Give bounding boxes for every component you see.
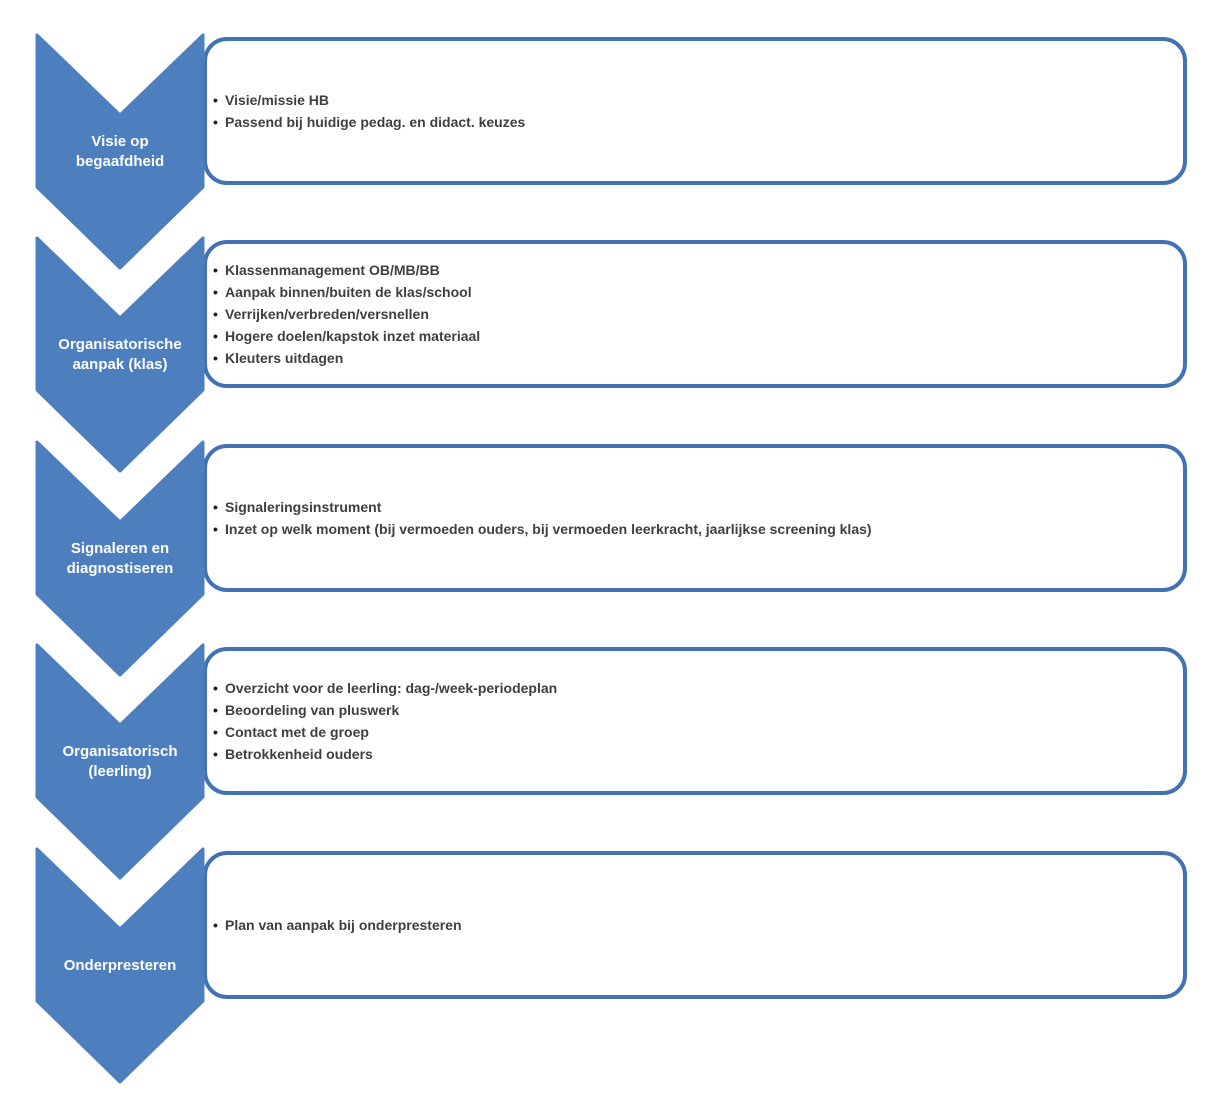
bullet-list: • Overzicht voor de leerling: dag-/week-p… <box>207 677 573 765</box>
bullet-list: • Klassenmanagement OB/MB/BB • Aanpak binne… <box>207 259 496 369</box>
bullet-dot: • <box>213 92 218 108</box>
process-step: • Visie/missie HB • Passend bij huidige ped… <box>35 33 1190 270</box>
bullet-text: Inzet op welk moment (bij vermoeden oude… <box>225 521 872 537</box>
content-box: • Overzicht voor de leerling: dag-/week-p… <box>203 647 1187 795</box>
process-step: • Signaleringsinstrument • Inzet op welk mo… <box>35 440 1190 677</box>
bullet-text: Klassenmanagement OB/MB/BB <box>225 262 440 278</box>
chevron-down-icon <box>35 236 205 473</box>
bullet-item: • Verrijken/verbreden/versnellen <box>213 303 480 325</box>
bullet-dot: • <box>213 917 218 933</box>
bullet-dot: • <box>213 328 218 344</box>
chevron-down-icon <box>35 643 205 880</box>
bullet-item: • Contact met de groep <box>213 721 557 743</box>
bullet-text: Overzicht voor de leerling: dag-/week-pe… <box>225 680 558 696</box>
bullet-dot: • <box>213 702 218 718</box>
bullet-item: • Plan van aanpak bij onderpresteren <box>213 914 462 936</box>
bullet-text: Aanpak binnen/buiten de klas/school <box>225 284 472 300</box>
process-step: • Overzicht voor de leerling: dag-/week-p… <box>35 643 1190 880</box>
bullet-dot: • <box>213 499 218 515</box>
bullet-item: • Signaleringsinstrument <box>213 496 872 518</box>
bullet-item: • Visie/missie HB <box>213 89 525 111</box>
bullet-text: Hogere doelen/kapstok inzet materiaal <box>225 328 481 344</box>
bullet-text: Passend bij huidige pedag. en didact. ke… <box>225 114 526 130</box>
bullet-dot: • <box>213 114 218 130</box>
bullet-dot: • <box>213 521 218 537</box>
bullet-item: • Aanpak binnen/buiten de klas/school <box>213 281 480 303</box>
bullet-list: • Signaleringsinstrument • Inzet op welk mo… <box>207 496 888 540</box>
bullet-dot: • <box>213 746 218 762</box>
bullet-dot: • <box>213 262 218 278</box>
bullet-dot: • <box>213 680 218 696</box>
bullet-item: • Kleuters uitdagen <box>213 347 480 369</box>
bullet-item: • Overzicht voor de leerling: dag-/week-p… <box>213 677 557 699</box>
bullet-item: • Inzet op welk moment (bij vermoeden oud… <box>213 518 872 540</box>
process-step: • Klassenmanagement OB/MB/BB • Aanpak binne… <box>35 236 1190 473</box>
bullet-text: Visie/missie HB <box>225 92 330 108</box>
bullet-item: • Klassenmanagement OB/MB/BB <box>213 259 480 281</box>
bullet-text: Betrokkenheid ouders <box>225 746 373 762</box>
bullet-item: • Beoordeling van pluswerk <box>213 699 557 721</box>
content-box: • Plan van aanpak bij onderpresteren <box>203 851 1187 999</box>
bullet-dot: • <box>213 284 218 300</box>
bullet-dot: • <box>213 350 218 366</box>
chevron-down-icon <box>35 440 205 677</box>
content-box: • Klassenmanagement OB/MB/BB • Aanpak binne… <box>203 240 1187 388</box>
chevron-down-icon <box>35 33 205 270</box>
bullet-item: • Betrokkenheid ouders <box>213 743 557 765</box>
process-step: •Plan van aanpak bij onderpresteren Onde… <box>35 847 1190 1084</box>
bullet-list: • Plan van aanpak bij onderpresteren <box>207 914 478 936</box>
bullet-text: Signaleringsinstrument <box>225 499 382 515</box>
bullet-dot: • <box>213 306 218 322</box>
bullet-item: • Hogere doelen/kapstok inzet materiaal <box>213 325 480 347</box>
bullet-dot: • <box>213 724 218 740</box>
bullet-list: • Visie/missie HB • Passend bij huidige ped… <box>207 89 541 133</box>
chevron-down-icon <box>35 847 205 1084</box>
bullet-text: Plan van aanpak bij onderpresteren <box>225 917 462 933</box>
bullet-text: Verrijken/verbreden/versnellen <box>225 306 429 322</box>
bullet-text: Beoordeling van pluswerk <box>225 702 400 718</box>
bullet-text: Kleuters uitdagen <box>225 350 344 366</box>
content-box: • Signaleringsinstrument • Inzet op welk mo… <box>203 444 1187 592</box>
bullet-text: Contact met de groep <box>225 724 369 740</box>
content-box: • Visie/missie HB • Passend bij huidige ped… <box>203 37 1187 185</box>
bullet-item: • Passend bij huidige pedag. en didact. k… <box>213 111 525 133</box>
